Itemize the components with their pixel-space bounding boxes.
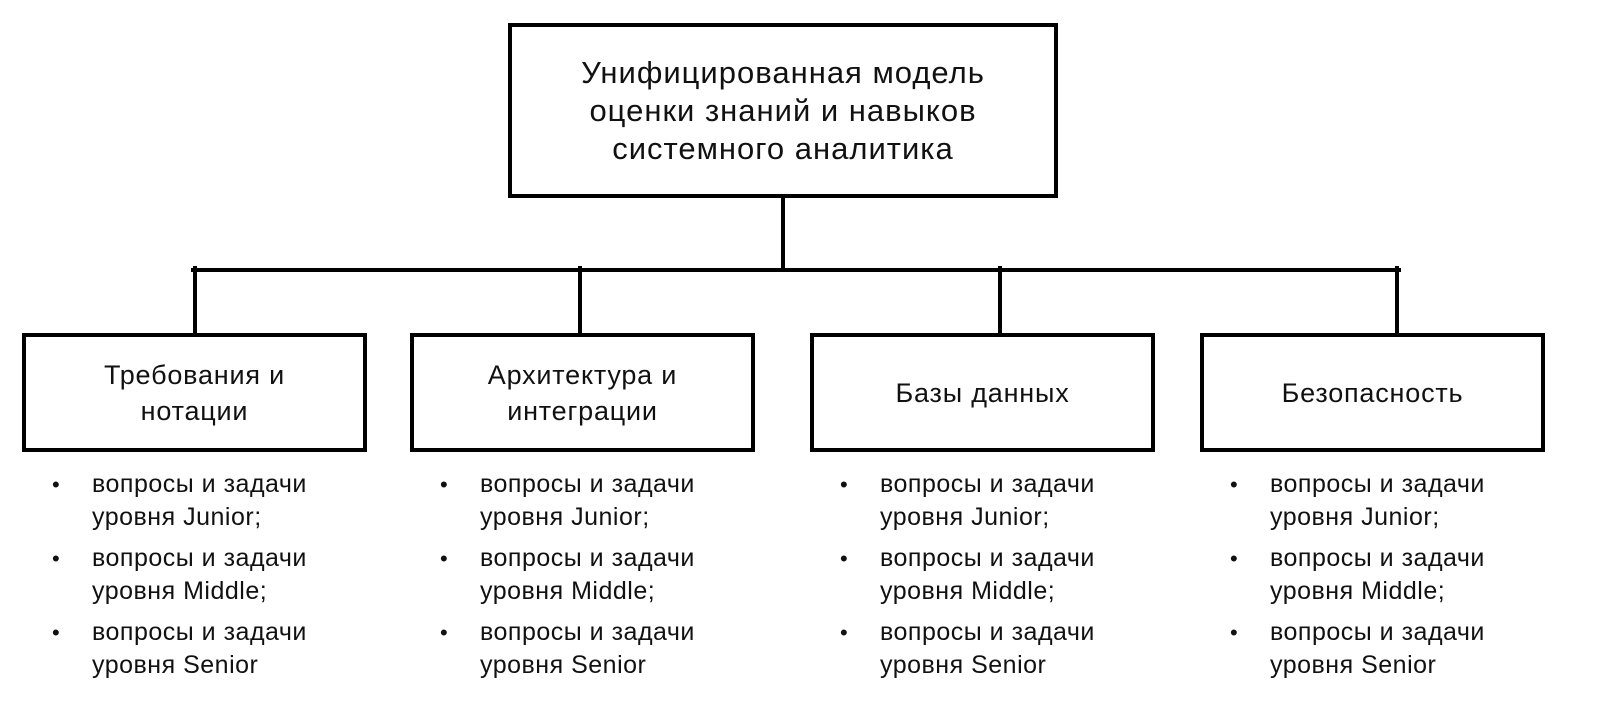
branch-box-security: Безопасность <box>1200 333 1545 452</box>
bullet-item: • вопросы и задачи уровня Senior <box>840 616 1140 682</box>
bullet-icon: • <box>840 620 849 645</box>
bullet-icon: • <box>840 546 849 571</box>
branch-label-line: Безопасность <box>1281 377 1464 408</box>
bullet-item-text: вопросы и задачи уровня Senior <box>880 618 1095 679</box>
bullet-icon: • <box>1230 620 1239 645</box>
bullet-icon: • <box>840 472 849 497</box>
bullet-item: • вопросы и задачи уровня Middle; <box>52 542 352 608</box>
bullet-item-text: вопросы и задачи уровня Junior; <box>1270 470 1485 531</box>
bullet-icon: • <box>52 620 61 645</box>
connector-path <box>191 194 1401 337</box>
bullet-list-security: • вопросы и задачи уровня Junior; • вопр… <box>1230 468 1530 682</box>
branch-label-line: Требования и <box>103 359 286 390</box>
bullet-icon: • <box>52 472 61 497</box>
bullet-item: • вопросы и задачи уровня Middle; <box>840 542 1140 608</box>
branch-label-line: Архитектура и <box>487 359 678 390</box>
bullet-item: • вопросы и задачи уровня Junior; <box>1230 468 1530 534</box>
root-title-line: оценки знаний и навыков <box>589 92 977 128</box>
bullet-list-databases: • вопросы и задачи уровня Junior; • вопр… <box>840 468 1140 682</box>
bullet-item: • вопросы и задачи уровня Junior; <box>840 468 1140 534</box>
bullet-item: • вопросы и задачи уровня Middle; <box>1230 542 1530 608</box>
bullet-icon: • <box>1230 546 1239 571</box>
root-title-line: системного аналитика <box>612 130 954 166</box>
bullet-item-text: вопросы и задачи уровня Middle; <box>92 544 307 605</box>
bullet-item: • вопросы и задачи уровня Junior; <box>440 468 740 534</box>
bullet-item: • вопросы и задачи уровня Middle; <box>440 542 740 608</box>
bullet-item-text: вопросы и задачи уровня Junior; <box>92 470 307 531</box>
bullet-list-requirements-notations: • вопросы и задачи уровня Junior; • вопр… <box>52 468 352 682</box>
bullet-item-text: вопросы и задачи уровня Junior; <box>480 470 695 531</box>
bullet-icon: • <box>1230 472 1239 497</box>
bullet-item: • вопросы и задачи уровня Junior; <box>52 468 352 534</box>
bullet-item: • вопросы и задачи уровня Senior <box>1230 616 1530 682</box>
bullet-item-text: вопросы и задачи уровня Middle; <box>480 544 695 605</box>
bullet-item: • вопросы и задачи уровня Senior <box>52 616 352 682</box>
bullet-icon: • <box>52 546 61 571</box>
bullet-item-text: вопросы и задачи уровня Senior <box>1270 618 1485 679</box>
bullet-icon: • <box>440 472 449 497</box>
bullet-item-text: вопросы и задачи уровня Junior; <box>880 470 1095 531</box>
bullet-icon: • <box>440 620 449 645</box>
bullet-item-text: вопросы и задачи уровня Middle; <box>1270 544 1485 605</box>
bullet-item-text: вопросы и задачи уровня Middle; <box>880 544 1095 605</box>
bullet-icon: • <box>440 546 449 571</box>
bullet-item-text: вопросы и задачи уровня Senior <box>480 618 695 679</box>
branch-box-architecture-integrations: Архитектура и интеграции <box>410 333 755 452</box>
root-title-line: Унифицированная модель <box>581 54 985 90</box>
branch-label-line: Базы данных <box>895 377 1070 408</box>
root-box: Унифицированная модель оценки знаний и н… <box>508 23 1058 198</box>
branch-label-line: нотации <box>140 395 249 426</box>
branch-box-databases: Базы данных <box>810 333 1155 452</box>
bullet-item: • вопросы и задачи уровня Senior <box>440 616 740 682</box>
branch-box-requirements-notations: Требования и нотации <box>22 333 367 452</box>
bullet-item-text: вопросы и задачи уровня Senior <box>92 618 307 679</box>
bullet-list-architecture-integrations: • вопросы и задачи уровня Junior; • вопр… <box>440 468 740 682</box>
branch-label-line: интеграции <box>507 395 658 426</box>
